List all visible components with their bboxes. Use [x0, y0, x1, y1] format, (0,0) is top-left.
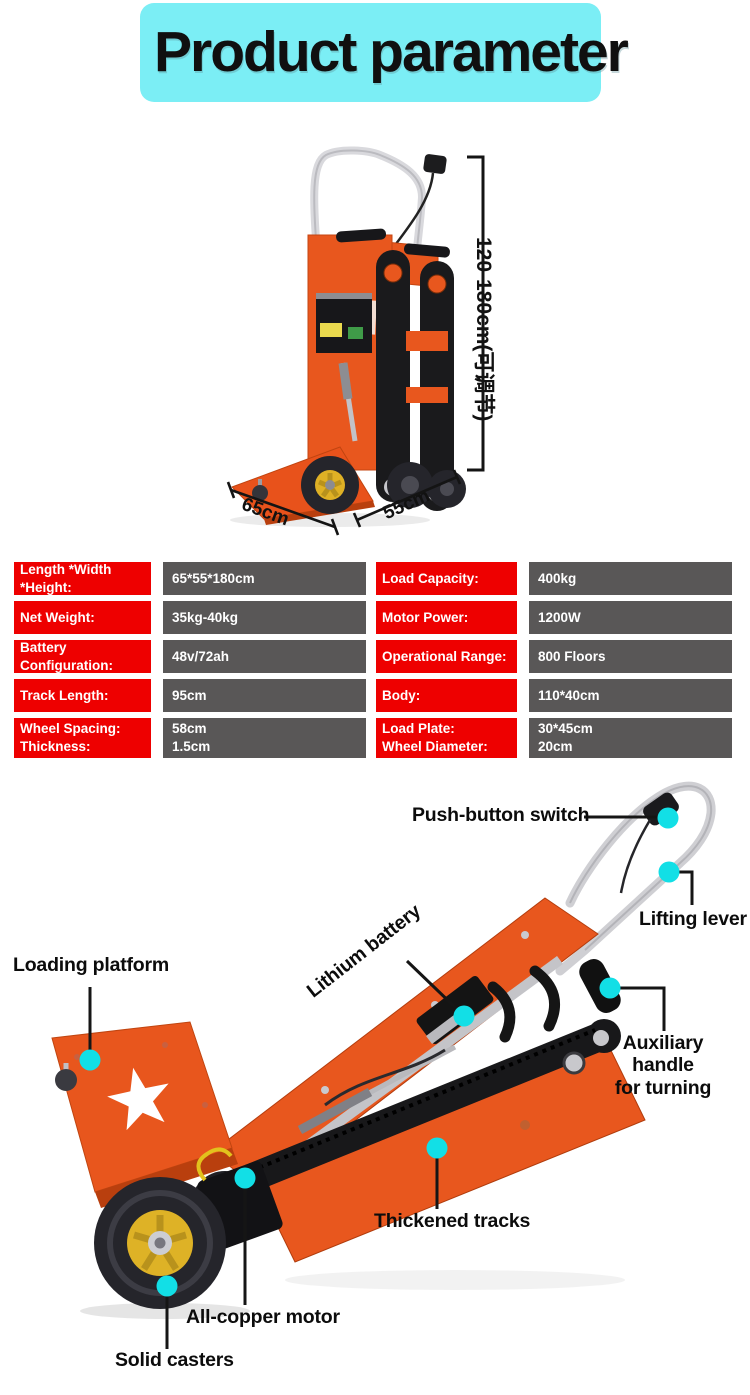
callout-all-copper-motor: All-copper motor: [186, 1306, 340, 1328]
hook-handle: [487, 981, 516, 1043]
hook-handle2: [529, 965, 561, 1032]
spec-row: Wheel Spacing: Thickness: 58cm 1.5cm Loa…: [14, 718, 736, 758]
spec-value: 95cm: [163, 679, 366, 712]
callout-solid-casters: Solid casters: [115, 1349, 234, 1371]
spec-label: Operational Range:: [376, 640, 517, 673]
hose: [324, 1048, 446, 1107]
track-left: [376, 250, 410, 502]
wheel-bolt: [154, 1237, 166, 1249]
bolt: [520, 1120, 530, 1130]
spec-value: 30*45cm 20cm: [529, 718, 732, 758]
track-teeth: [250, 1028, 596, 1173]
front-caster: [55, 1069, 77, 1091]
screw: [74, 1054, 80, 1060]
track-idler: [427, 274, 447, 294]
spec-label: Body:: [376, 679, 517, 712]
spec-label: Net Weight:: [14, 601, 151, 634]
grip-left: [336, 228, 387, 243]
push-button-pod: [643, 792, 679, 826]
star-cutout: [107, 1067, 169, 1131]
lift-cylinder: [338, 362, 353, 400]
track-idler: [383, 263, 403, 283]
page-title: Product parameter: [154, 20, 629, 84]
tilted-trolley-photo: [51, 781, 716, 1319]
track-roller: [593, 1030, 609, 1046]
track-roller2: [562, 1051, 586, 1075]
battery-top: [316, 293, 372, 299]
track-crossbar2: [406, 387, 448, 403]
screw: [162, 1042, 168, 1048]
shadow: [285, 1270, 625, 1290]
track-crossbar: [406, 331, 448, 351]
spec-label: Battery Configuration:: [14, 640, 151, 673]
aux-handle-knob: [579, 959, 621, 1013]
spec-value: 110*40cm: [529, 679, 732, 712]
track-band: [245, 1022, 610, 1191]
callout-thickened-tracks: Thickened tracks: [374, 1210, 531, 1232]
shadow: [80, 1303, 250, 1319]
spec-value: 65*55*180cm: [163, 562, 366, 595]
rear-hub2: [440, 482, 454, 496]
screw: [202, 1102, 208, 1108]
spec-value: 1200W: [529, 601, 732, 634]
spec-label: Length *Width *Height:: [14, 562, 151, 595]
height-dimension-label: 120-180cm(可调节): [472, 237, 495, 422]
bolt: [321, 1086, 329, 1094]
switch-cable: [619, 819, 652, 894]
battery-label-yellow: [320, 323, 342, 337]
spec-value: 48v/72ah: [163, 640, 366, 673]
page-title-banner: Product parameter: [140, 3, 629, 102]
callout-push-button-switch: Push-button switch: [412, 804, 590, 826]
spec-row: Track Length: 95cm Body: 110*40cm: [14, 679, 736, 712]
spec-value: 800 Floors: [529, 640, 732, 673]
spec-label: Motor Power:: [376, 601, 517, 634]
spec-label: Wheel Spacing: Thickness:: [14, 718, 151, 758]
spec-row: Length *Width *Height: 65*55*180cm Load …: [14, 562, 736, 595]
hydraulic-cylinder: [297, 1088, 373, 1134]
spec-label: Track Length:: [14, 679, 151, 712]
spec-label: Load Capacity:: [376, 562, 517, 595]
grip-right: [403, 243, 450, 258]
motor-cable: [196, 1147, 233, 1182]
upright-trolley-photo: [230, 146, 466, 527]
wheel-axle: [325, 480, 335, 490]
control-pod: [423, 154, 447, 174]
spec-label: Load Plate: Wheel Diameter:: [376, 718, 517, 758]
spec-value: 35kg-40kg: [163, 601, 366, 634]
battery-label-green: [348, 327, 363, 339]
spec-table: Length *Width *Height: 65*55*180cm Load …: [14, 562, 736, 764]
spec-value: 400kg: [529, 562, 732, 595]
callout-loading-platform: Loading platform: [13, 954, 170, 976]
spec-value: 58cm 1.5cm: [163, 718, 366, 758]
spec-row: Net Weight: 35kg-40kg Motor Power: 1200W: [14, 601, 736, 634]
callout-lifting-lever: Lifting lever: [639, 908, 747, 930]
spec-row: Battery Configuration: 48v/72ah Operatio…: [14, 640, 736, 673]
track-right: [420, 261, 454, 511]
callout-auxiliary-handle: Auxiliary handle for turning: [614, 1032, 712, 1099]
handle-tube-edge: [569, 785, 713, 951]
bolt: [521, 931, 529, 939]
wheel-spokes: [133, 1215, 187, 1271]
